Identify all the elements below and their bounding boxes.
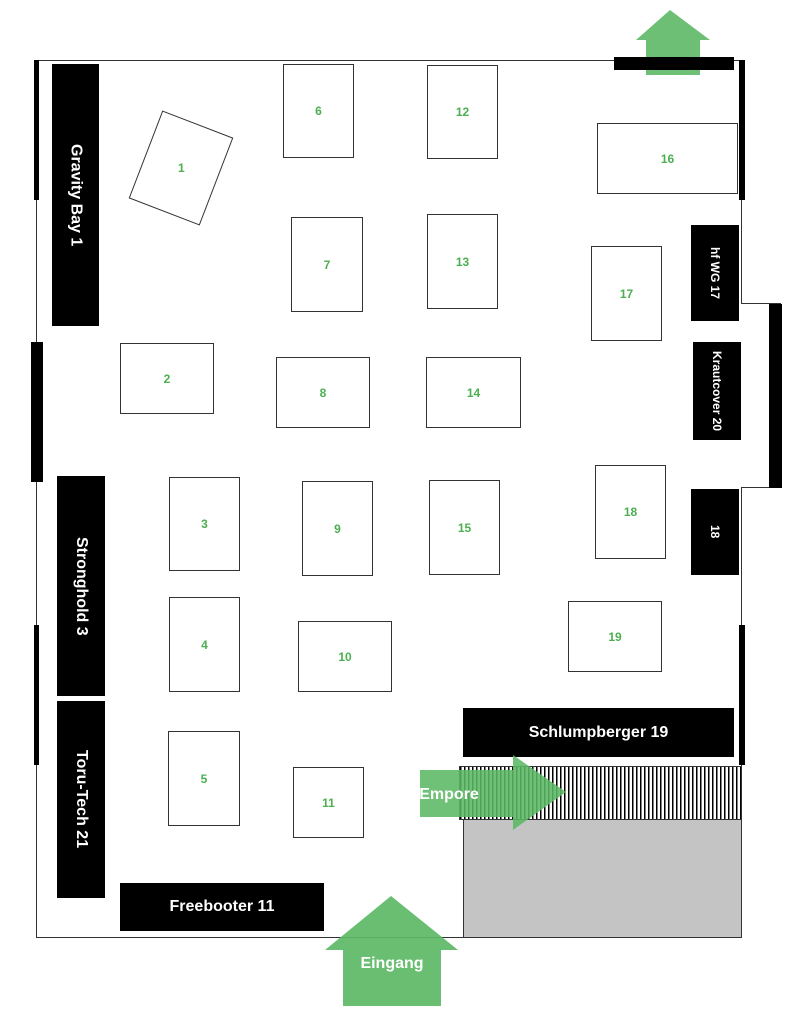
booth-hf-wg[interactable]: hf WG 17 xyxy=(691,225,739,321)
table-number: 4 xyxy=(201,637,208,652)
booth-label: Gravity Bay 1 xyxy=(67,143,85,247)
table-17[interactable]: 17 xyxy=(591,246,662,341)
booth-label: Krautcover 20 xyxy=(710,350,724,432)
booth-label: Freebooter 11 xyxy=(169,898,275,915)
table-19[interactable]: 19 xyxy=(568,601,662,672)
booth-label: Schlumpberger 19 xyxy=(528,723,669,741)
entrance-label: Eingang xyxy=(360,955,424,972)
table-number: 9 xyxy=(334,521,341,536)
table-number: 10 xyxy=(338,649,352,664)
table-12[interactable]: 12 xyxy=(427,65,498,159)
table-number: 5 xyxy=(200,771,208,786)
table-number: 6 xyxy=(315,104,322,118)
door-bar xyxy=(614,57,734,70)
table-number: 12 xyxy=(455,105,470,119)
booth-gravity-bay[interactable]: Gravity Bay 1 xyxy=(52,64,99,326)
table-number: 16 xyxy=(660,151,675,166)
stage-area xyxy=(463,819,742,938)
table-number: 3 xyxy=(201,517,208,531)
booth-stronghold[interactable]: Stronghold 3 xyxy=(57,476,105,696)
wall-segment xyxy=(34,625,39,765)
table-number: 11 xyxy=(322,795,335,810)
table-11[interactable]: 11 xyxy=(293,767,364,838)
booth-toru-tech[interactable]: Toru-Tech 21 xyxy=(57,701,105,898)
booth-freebooter[interactable]: Freebooter 11 xyxy=(120,883,324,931)
table-number: 2 xyxy=(163,371,171,386)
wall-segment xyxy=(739,60,745,200)
table-14[interactable]: 14 xyxy=(426,357,521,428)
booth-krautcover[interactable]: Krautcover 20 xyxy=(693,342,741,440)
table-number: 7 xyxy=(323,257,331,272)
table-18[interactable]: 18 xyxy=(595,465,666,559)
table-7[interactable]: 7 xyxy=(291,217,363,312)
wall-segment xyxy=(769,304,782,488)
wall-segment xyxy=(34,60,39,200)
table-number: 17 xyxy=(619,286,634,301)
table-number: 14 xyxy=(466,385,481,400)
table-8[interactable]: 8 xyxy=(276,357,370,428)
booth-label: Stronghold 3 xyxy=(73,536,90,636)
table-5[interactable]: 5 xyxy=(168,731,240,826)
table-3[interactable]: 3 xyxy=(169,477,240,571)
empore-arrow-icon xyxy=(420,755,566,830)
entrance-arrow-icon xyxy=(325,896,458,1006)
booth-schlumpberger[interactable]: Schlumpberger 19 xyxy=(463,708,734,757)
booth-18[interactable]: 18 xyxy=(691,489,739,575)
table-4[interactable]: 4 xyxy=(169,597,240,692)
booth-label: 18 xyxy=(708,525,722,539)
table-16[interactable]: 16 xyxy=(597,123,738,194)
wall-segment xyxy=(31,342,43,482)
table-6[interactable]: 6 xyxy=(283,64,354,158)
table-number: 8 xyxy=(319,385,327,400)
table-10[interactable]: 10 xyxy=(298,621,392,692)
table-number: 19 xyxy=(608,629,622,644)
table-13[interactable]: 13 xyxy=(427,214,498,309)
booth-label: hf WG 17 xyxy=(708,246,722,299)
empore-label: Empore xyxy=(419,786,479,803)
wall-segment xyxy=(739,625,745,765)
table-2[interactable]: 2 xyxy=(120,343,214,414)
table-9[interactable]: 9 xyxy=(302,481,373,576)
table-number: 1 xyxy=(177,161,185,175)
table-number: 18 xyxy=(623,505,638,519)
table-number: 13 xyxy=(455,254,470,269)
booth-label: Toru-Tech 21 xyxy=(73,750,90,849)
table-15[interactable]: 15 xyxy=(429,480,500,575)
table-number: 15 xyxy=(457,520,472,535)
